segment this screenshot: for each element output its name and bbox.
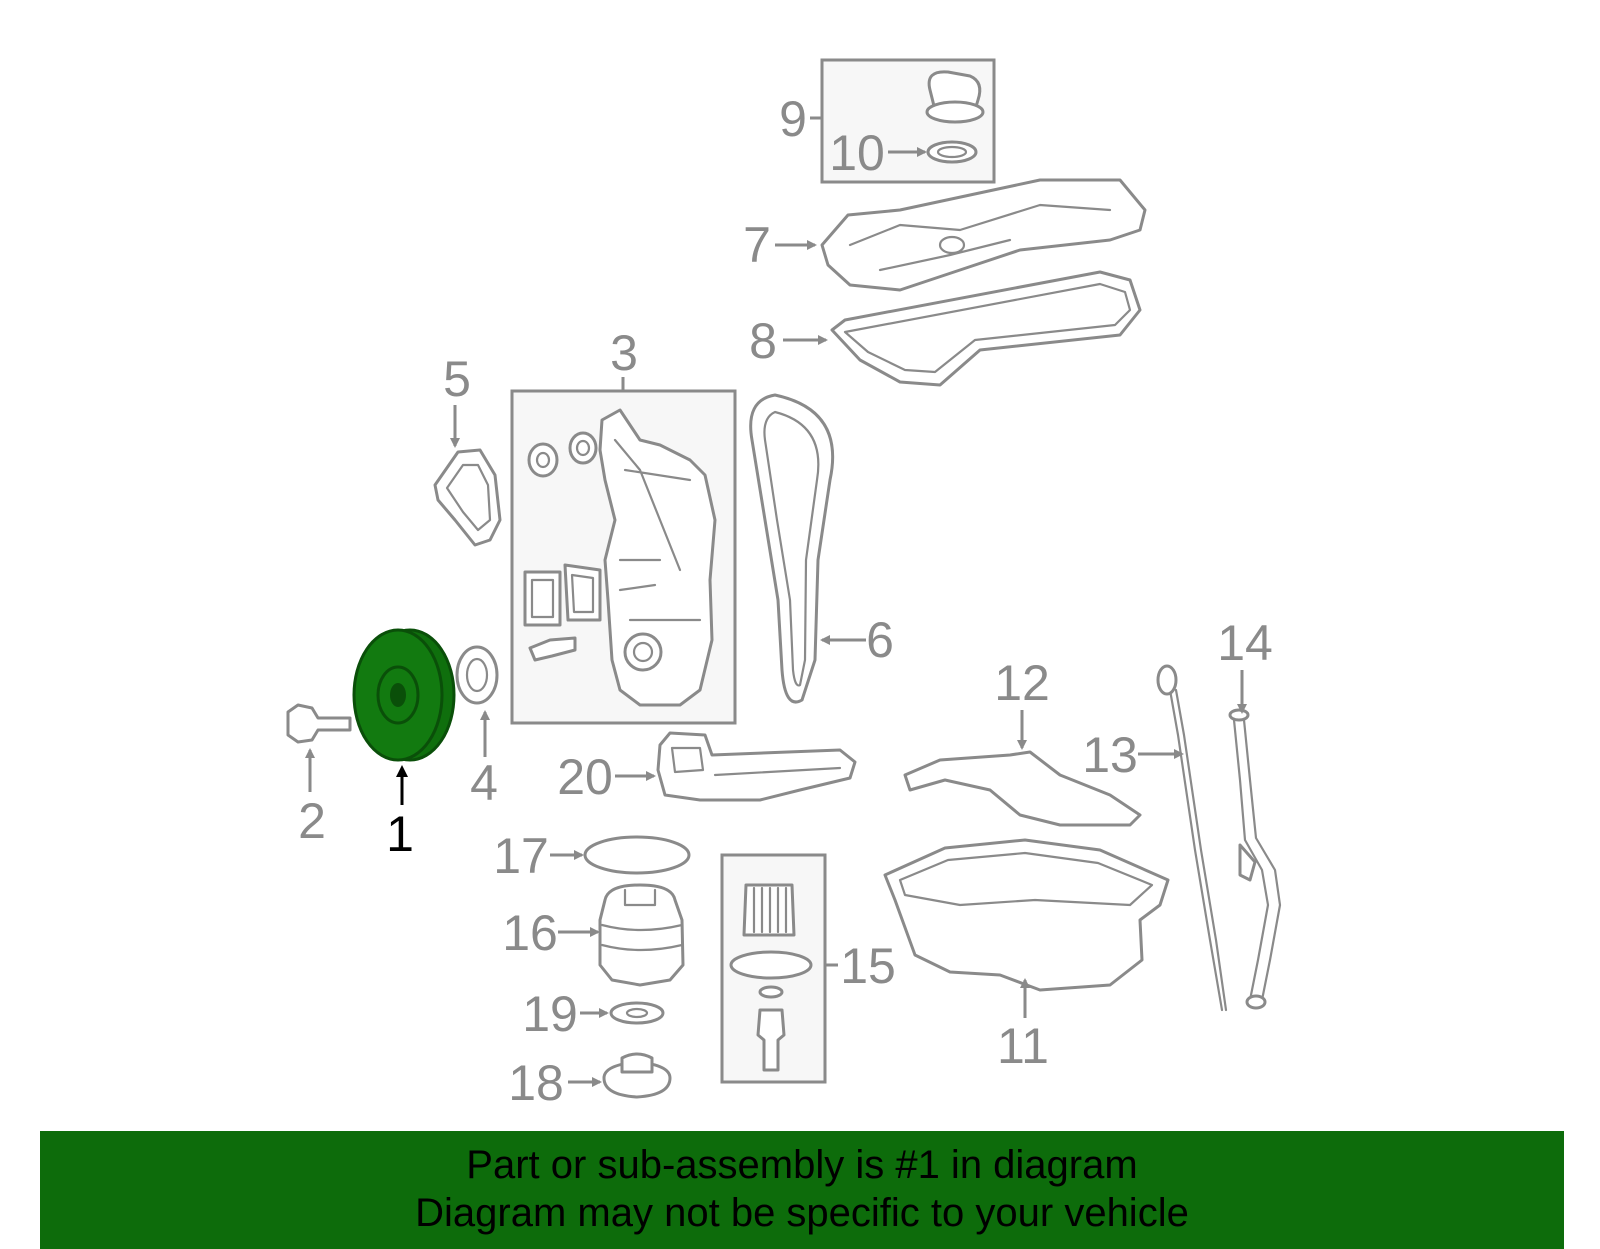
crankshaft-pulley-bolt[interactable] (286, 703, 352, 744)
dipstick-tube-bracket (1238, 843, 1257, 882)
dipstick-tube-bottom (1245, 994, 1267, 1010)
timing-cover-gasket-1[interactable] (523, 570, 562, 627)
gasket-1-inner (530, 578, 555, 619)
oil-filter-cap-ribs (600, 888, 684, 952)
oil-filter-pleats (752, 886, 788, 934)
oil-pan[interactable] (883, 838, 1170, 992)
oil-dipstick[interactable] (1168, 688, 1228, 1012)
seal-bore-inner (632, 641, 654, 663)
timing-cover-seal-bore (623, 632, 663, 672)
callout-4[interactable]: 4 (470, 755, 498, 811)
timing-chain-inner (763, 410, 820, 687)
oil-filler-cap-base (925, 100, 985, 124)
timing-cover-ribs (613, 438, 702, 622)
oil-filter-small-o-ring[interactable] (758, 985, 784, 999)
oil-filler-cap-group[interactable] (820, 58, 996, 184)
timing-cover-gasket-5[interactable] (433, 448, 502, 547)
banner-line-2: Diagram may not be specific to your vehi… (415, 1191, 1189, 1235)
callout-3[interactable]: 3 (610, 325, 638, 381)
banner-line-1: Part or sub-assembly is #1 in diagram (466, 1143, 1138, 1187)
timing-cover-bolt[interactable] (528, 636, 577, 662)
callout-10[interactable]: 10 (829, 125, 885, 181)
timing-chain[interactable] (749, 393, 835, 704)
drain-plug-gasket-inner (625, 1007, 649, 1019)
oil-filler-cap-gasket[interactable] (926, 140, 978, 164)
drain-plug-head (620, 1052, 654, 1074)
oil-pan-baffle[interactable] (903, 750, 1142, 827)
callout-8[interactable]: 8 (749, 313, 777, 369)
plug-2-inner (575, 439, 591, 457)
oil-pan-flange-inner (898, 851, 1154, 907)
oil-filter-cap[interactable] (598, 883, 685, 987)
timing-cover-plug-1[interactable] (527, 442, 559, 478)
crankshaft-pulley-hub (376, 665, 420, 725)
gasket-inner-ring (936, 145, 968, 159)
callout-17[interactable]: 17 (493, 828, 549, 884)
dipstick-tube-top (1228, 708, 1250, 722)
crankshaft-front-seal[interactable] (455, 645, 499, 705)
plug-1-inner (535, 451, 551, 469)
callout-19[interactable]: 19 (522, 986, 578, 1042)
oil-filler-cap[interactable] (927, 70, 982, 112)
head-cover-gasket-inner (843, 282, 1132, 374)
info-banner: Part or sub-assembly is #1 in diagram Di… (40, 1131, 1564, 1249)
drain-plug-gasket[interactable] (609, 1001, 665, 1025)
gasket-2-inner (570, 573, 595, 614)
callout-12[interactable]: 12 (994, 655, 1050, 711)
callout-20[interactable]: 20 (557, 749, 613, 805)
timing-cover-group[interactable] (510, 389, 737, 725)
oil-filter-element-group[interactable] (720, 853, 827, 1084)
timing-chain-cover[interactable] (598, 408, 717, 707)
callout-16[interactable]: 16 (502, 905, 558, 961)
callout-7[interactable]: 7 (743, 217, 771, 273)
callout-18[interactable]: 18 (508, 1055, 564, 1111)
oil-strainer[interactable] (656, 731, 857, 802)
timing-cover-plug-2[interactable] (568, 431, 598, 465)
filter-cap-o-ring[interactable] (583, 835, 691, 875)
callout-9[interactable]: 9 (779, 91, 807, 147)
callout-13[interactable]: 13 (1082, 727, 1138, 783)
head-cover-gasket[interactable] (830, 270, 1142, 387)
callout-labels: 1 2 3 4 5 6 7 8 9 10 11 12 13 14 15 16 1… (298, 91, 1273, 1111)
callout-11[interactable]: 11 (997, 1018, 1049, 1074)
callout-15[interactable]: 15 (840, 938, 896, 994)
callout-5[interactable]: 5 (443, 351, 471, 407)
crankshaft-pulley-bore (390, 683, 406, 707)
callout-2[interactable]: 2 (298, 793, 326, 849)
leader-lines (305, 116, 1247, 1087)
oil-filter-o-ring[interactable] (729, 950, 813, 980)
callout-1[interactable]: 1 (386, 806, 414, 862)
crankshaft-front-seal-inner (465, 657, 489, 693)
oil-filter-drain-fitting[interactable] (756, 1008, 786, 1072)
callout-14[interactable]: 14 (1217, 615, 1273, 671)
timing-cover-gasket-5-inner (445, 463, 492, 532)
oil-strainer-detail (670, 746, 842, 777)
dipstick-guide-tube[interactable] (1232, 718, 1282, 1002)
callout-6[interactable]: 6 (866, 612, 894, 668)
oil-dipstick-handle (1156, 664, 1178, 696)
cylinder-head-cover-detail (848, 203, 1112, 272)
crankshaft-pulley[interactable] (352, 628, 456, 762)
